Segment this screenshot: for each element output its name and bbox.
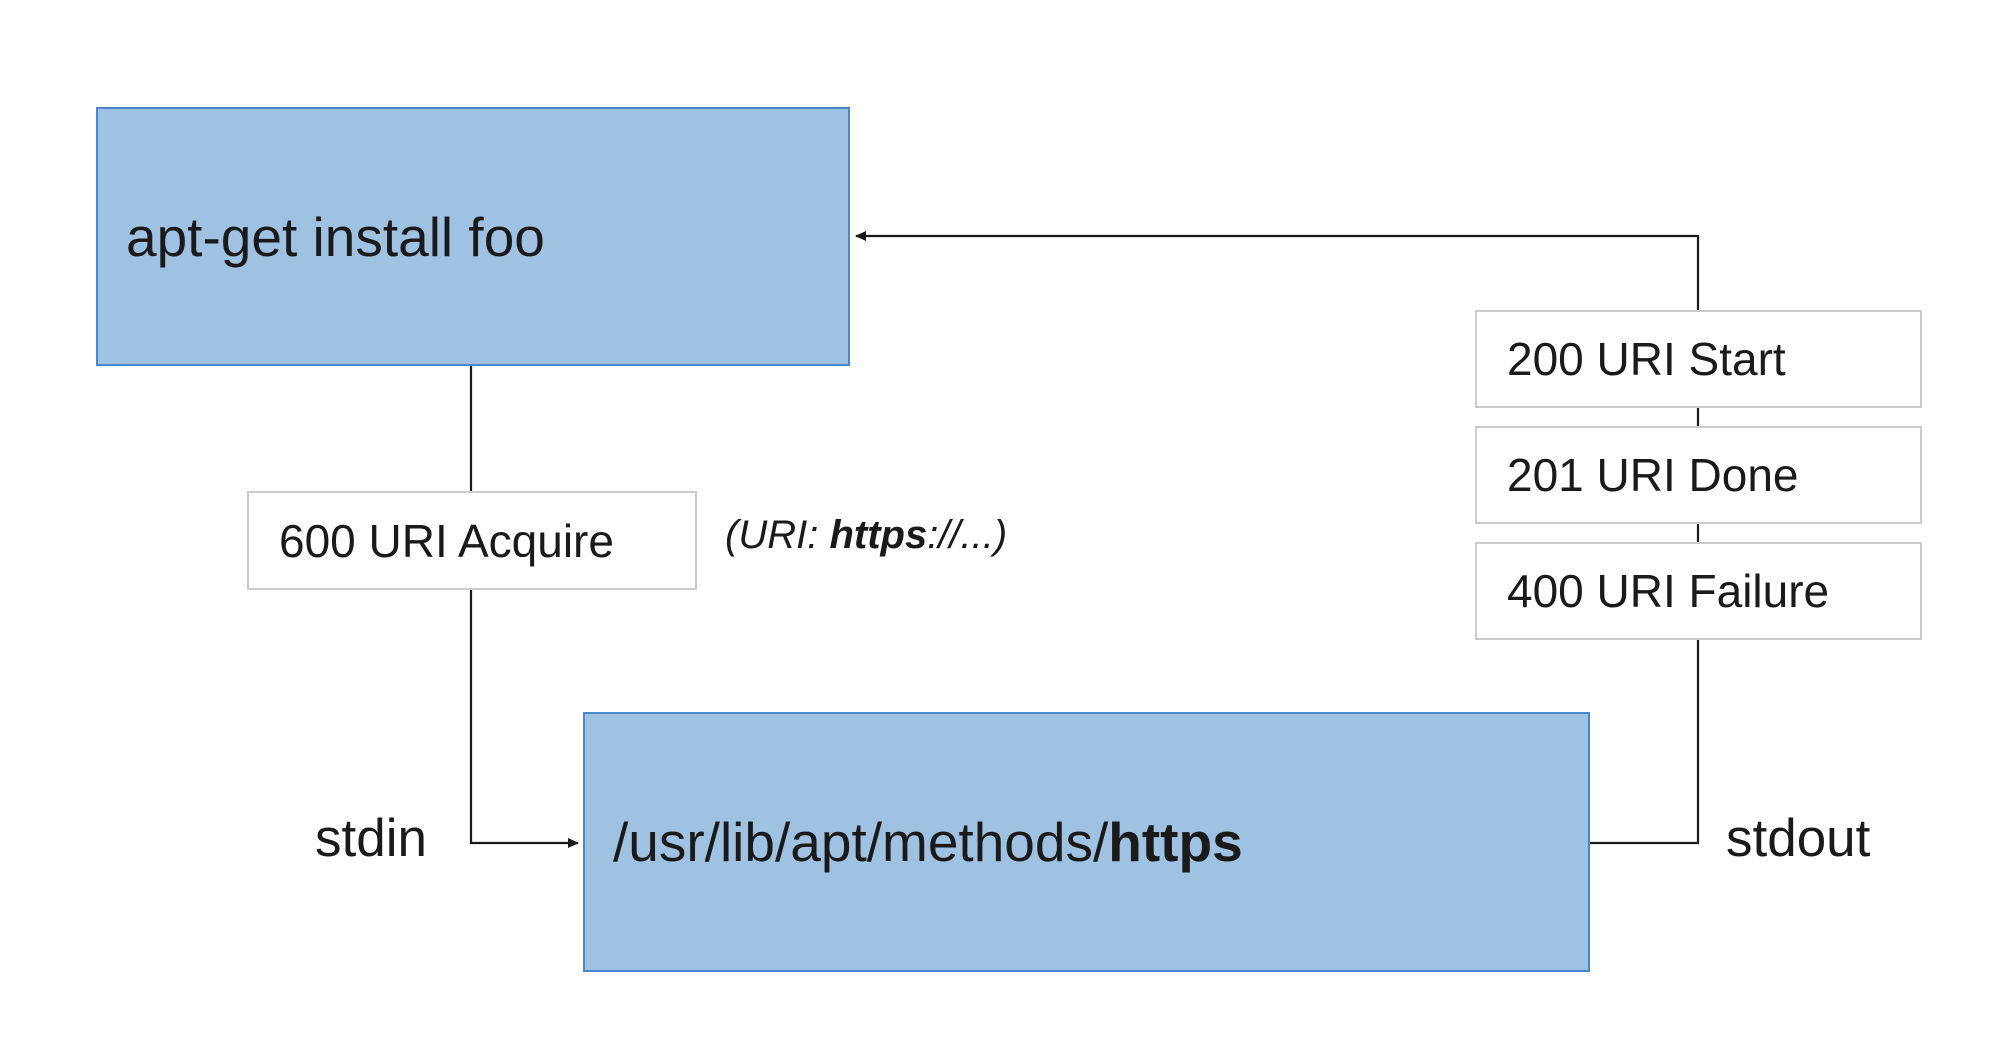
method-name: https bbox=[1108, 811, 1243, 873]
uri-note-scheme: https bbox=[829, 513, 928, 557]
stdin-label: stdin bbox=[315, 809, 427, 868]
stdout-label: stdout bbox=[1726, 809, 1871, 868]
uri-failure-message-box: 400 URI Failure bbox=[1475, 542, 1922, 640]
stdout-connector bbox=[855, 231, 1700, 845]
stdin-connector bbox=[469, 366, 579, 848]
apt-get-process-box: apt-get install foo bbox=[96, 107, 850, 366]
uri-start-message-box: 200 URI Start bbox=[1475, 310, 1922, 408]
apt-get-command-label: apt-get install foo bbox=[126, 205, 545, 268]
uri-acquire-message-box: 600 URI Acquire bbox=[247, 491, 697, 590]
uri-done-label: 201 URI Done bbox=[1507, 449, 1799, 501]
uri-done-message-box: 201 URI Done bbox=[1475, 426, 1922, 524]
https-method-process-box: /usr/lib/apt/methods/https bbox=[583, 712, 1590, 972]
uri-note-suffix: ://...) bbox=[927, 513, 1008, 557]
uri-acquire-label: 600 URI Acquire bbox=[279, 514, 614, 567]
uri-note-prefix: (URI: bbox=[725, 513, 830, 557]
uri-start-label: 200 URI Start bbox=[1507, 333, 1786, 385]
uri-failure-label: 400 URI Failure bbox=[1507, 565, 1830, 617]
uri-scheme-note: (URI: https://...) bbox=[725, 513, 1007, 558]
method-path-prefix: /usr/lib/apt/methods/ bbox=[613, 811, 1109, 873]
